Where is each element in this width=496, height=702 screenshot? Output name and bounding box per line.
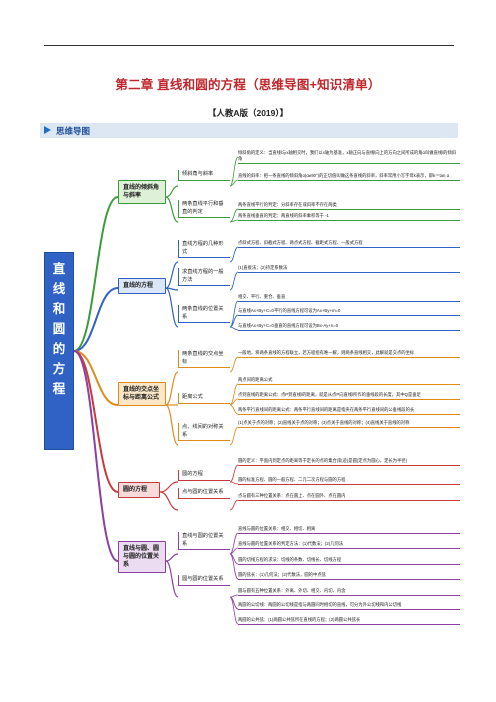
topic-node: 距离公式 xyxy=(178,393,230,404)
note-text: 点到直线的距离公式：点P到直线l的距离，就是从点P向直线l所作的垂线段的长度，其… xyxy=(238,392,460,401)
note-text: 一般地，将两条直线的方程联立，若方程组有唯一解，则两条直线相交，此解就是交点的坐… xyxy=(238,350,460,359)
note-connector xyxy=(229,594,239,598)
root-char: 直 xyxy=(52,262,66,276)
note-connector xyxy=(229,499,239,511)
note-connector xyxy=(229,179,239,187)
topic-node: 求直线方程的一般方法 xyxy=(178,268,230,286)
note-text: 点斜式方程、斜截式方程、两点式方程、截距式方程、一般式方程 xyxy=(238,240,460,249)
note-text: 两条平行直线间的距离公式：两条平行直线间的距离是指夹在两条平行直线间的公垂线段的… xyxy=(238,407,460,416)
note-connector xyxy=(229,156,239,187)
note-connector xyxy=(229,271,239,291)
branch-node: 直线的交点坐标与距离公式 xyxy=(118,382,166,406)
section-banner: 思维导图 xyxy=(40,123,458,138)
root-char: 程 xyxy=(52,382,66,396)
note-text: 圆的定义：平面内到定点的距离等于定长的点的集合(轨迹)是圆(定点为圆心，定长为半… xyxy=(238,458,460,467)
branch-child-connector xyxy=(165,553,179,562)
root-branch-connector xyxy=(73,350,119,493)
root-branch-connector xyxy=(73,287,119,352)
note-connector xyxy=(229,314,239,328)
note-text: 两条直线垂直的判定：两直线的斜率乘积等于 -1 xyxy=(238,213,460,222)
note-text: 倾斜角的定义：当直线l与x轴相交时，我们以x轴为基准，x轴正向与直线l向上的方向… xyxy=(238,150,460,165)
branch-child-connector xyxy=(165,261,179,289)
root-char: 圆 xyxy=(52,322,66,336)
note-connector xyxy=(229,481,239,485)
branch-node: 直线的方程 xyxy=(118,278,166,294)
branch-child-connector xyxy=(165,287,179,328)
root-char: 和 xyxy=(52,302,66,316)
note-text: 直线与圆的位置关系：相交、相切、相离 xyxy=(238,526,460,535)
note-text: (1)直接法；(2)待定系数法 xyxy=(238,265,460,274)
mindmap-root: 直 线 和 圆 的 方 程 xyxy=(44,252,74,450)
note-connector xyxy=(229,356,239,373)
branch-child-connector xyxy=(159,481,179,493)
note-connector xyxy=(229,404,239,415)
note-connector xyxy=(229,426,239,446)
note-connector xyxy=(229,596,239,625)
root-branch-connector xyxy=(73,350,119,406)
branch-child-connector xyxy=(165,371,179,406)
note-connector xyxy=(229,219,239,223)
topic-node: 直线与圆的位置关系 xyxy=(178,532,230,550)
note-text: 直线与圆的位置关系的判定方法：(1)代数法；(2)几何法 xyxy=(238,541,460,550)
note-text: 圆的标准方程、圆的一般方程、二元二次方程与圆的方程 xyxy=(238,477,460,486)
root-branch-connector xyxy=(73,196,119,352)
note-text: 两点间的距离公式 xyxy=(238,377,460,386)
note-connector xyxy=(229,383,239,406)
play-arrow-icon xyxy=(44,126,51,134)
branch-child-connector xyxy=(165,185,179,198)
root-char: 方 xyxy=(52,362,66,376)
branch-node: 圆的方程 xyxy=(118,482,160,498)
note-text: 圆与圆有五种位置关系：外离、外切、相交、内切、内含 xyxy=(238,588,460,597)
note-text: 圆的切线方程的求法：切线的条数、切线长、切线方程 xyxy=(238,557,460,566)
note-text: 与直线Ax+By+C=0平行的直线方程可设为Ax+By+m=0 xyxy=(238,308,460,317)
page-title: 第二章 直线和圆的方程（思维导图+知识清单） xyxy=(115,78,381,92)
note-connector xyxy=(229,326,239,331)
note-text: 相交、平行、重合、垂直 xyxy=(238,294,460,303)
topic-node: 两条直线的交点坐标 xyxy=(178,350,230,368)
note-connector xyxy=(229,553,239,580)
note-connector xyxy=(229,246,239,263)
note-text: 点与圆有三种位置关系：点在圆上、点在圆外、点在圆内 xyxy=(238,493,460,502)
note-connector xyxy=(229,532,239,555)
branch-child-connector xyxy=(165,560,179,598)
topic-node: 两条直线平行和垂直的判定 xyxy=(178,200,230,218)
topic-node: 两条直线的位置关系 xyxy=(178,305,230,323)
section-banner-label: 思维导图 xyxy=(56,125,91,136)
topic-node: 圆与圆的位置关系 xyxy=(178,575,230,586)
topic-node: 圆的方程 xyxy=(178,470,230,481)
note-text: 两圆的公共弦：(1)两圆公共弦所在直线的方程；(2)两圆公共弦长 xyxy=(238,617,460,626)
note-text: (1)点关于点的对称；(2)直线关于点的对称；(3)点关于直线的对称；(4)直线… xyxy=(238,420,460,429)
note-text: 与直线Ax+By+C=0垂直的直线方程可设为Bx-Ay+n=0 xyxy=(238,323,460,332)
branch-node: 直线与圆、圆与圆的位置关系 xyxy=(118,541,166,573)
note-text: 直线的斜率：把一条直线的倾斜角α(α≠90°)的正切值叫做这条直线的斜率，斜率常… xyxy=(238,173,460,182)
branch-child-connector xyxy=(165,196,179,223)
root-branch-connector xyxy=(73,350,119,562)
note-connector xyxy=(229,300,239,328)
branch-child-connector xyxy=(165,404,179,446)
note-text: 两条直线平行的判定：分斜率存在或斜率不存在两类 xyxy=(238,202,460,211)
note-text: 圆的弦长：(1)几何法；(2)代数法，圆的中点弦 xyxy=(238,572,460,581)
note-connector xyxy=(229,464,239,483)
note-text: 两圆的公切线：两圆的公切线是指与两圆同时相切的直线，可分为外公切线和内公切线 xyxy=(238,602,460,611)
branch-node: 直线的倾斜角与斜率 xyxy=(118,180,166,204)
topic-node: 点、线间的对称关系 xyxy=(178,423,230,441)
topic-node: 倾斜角与斜率 xyxy=(178,170,230,181)
branch-child-connector xyxy=(159,491,179,511)
header-rule xyxy=(44,45,454,46)
page-subtitle: 【人教A版（2019）】 xyxy=(207,108,289,118)
topic-node: 点与圆的位置关系 xyxy=(178,488,230,499)
root-char: 线 xyxy=(52,282,66,296)
topic-node: 直线方程的几种形式 xyxy=(178,240,230,258)
root-char: 的 xyxy=(52,342,66,356)
